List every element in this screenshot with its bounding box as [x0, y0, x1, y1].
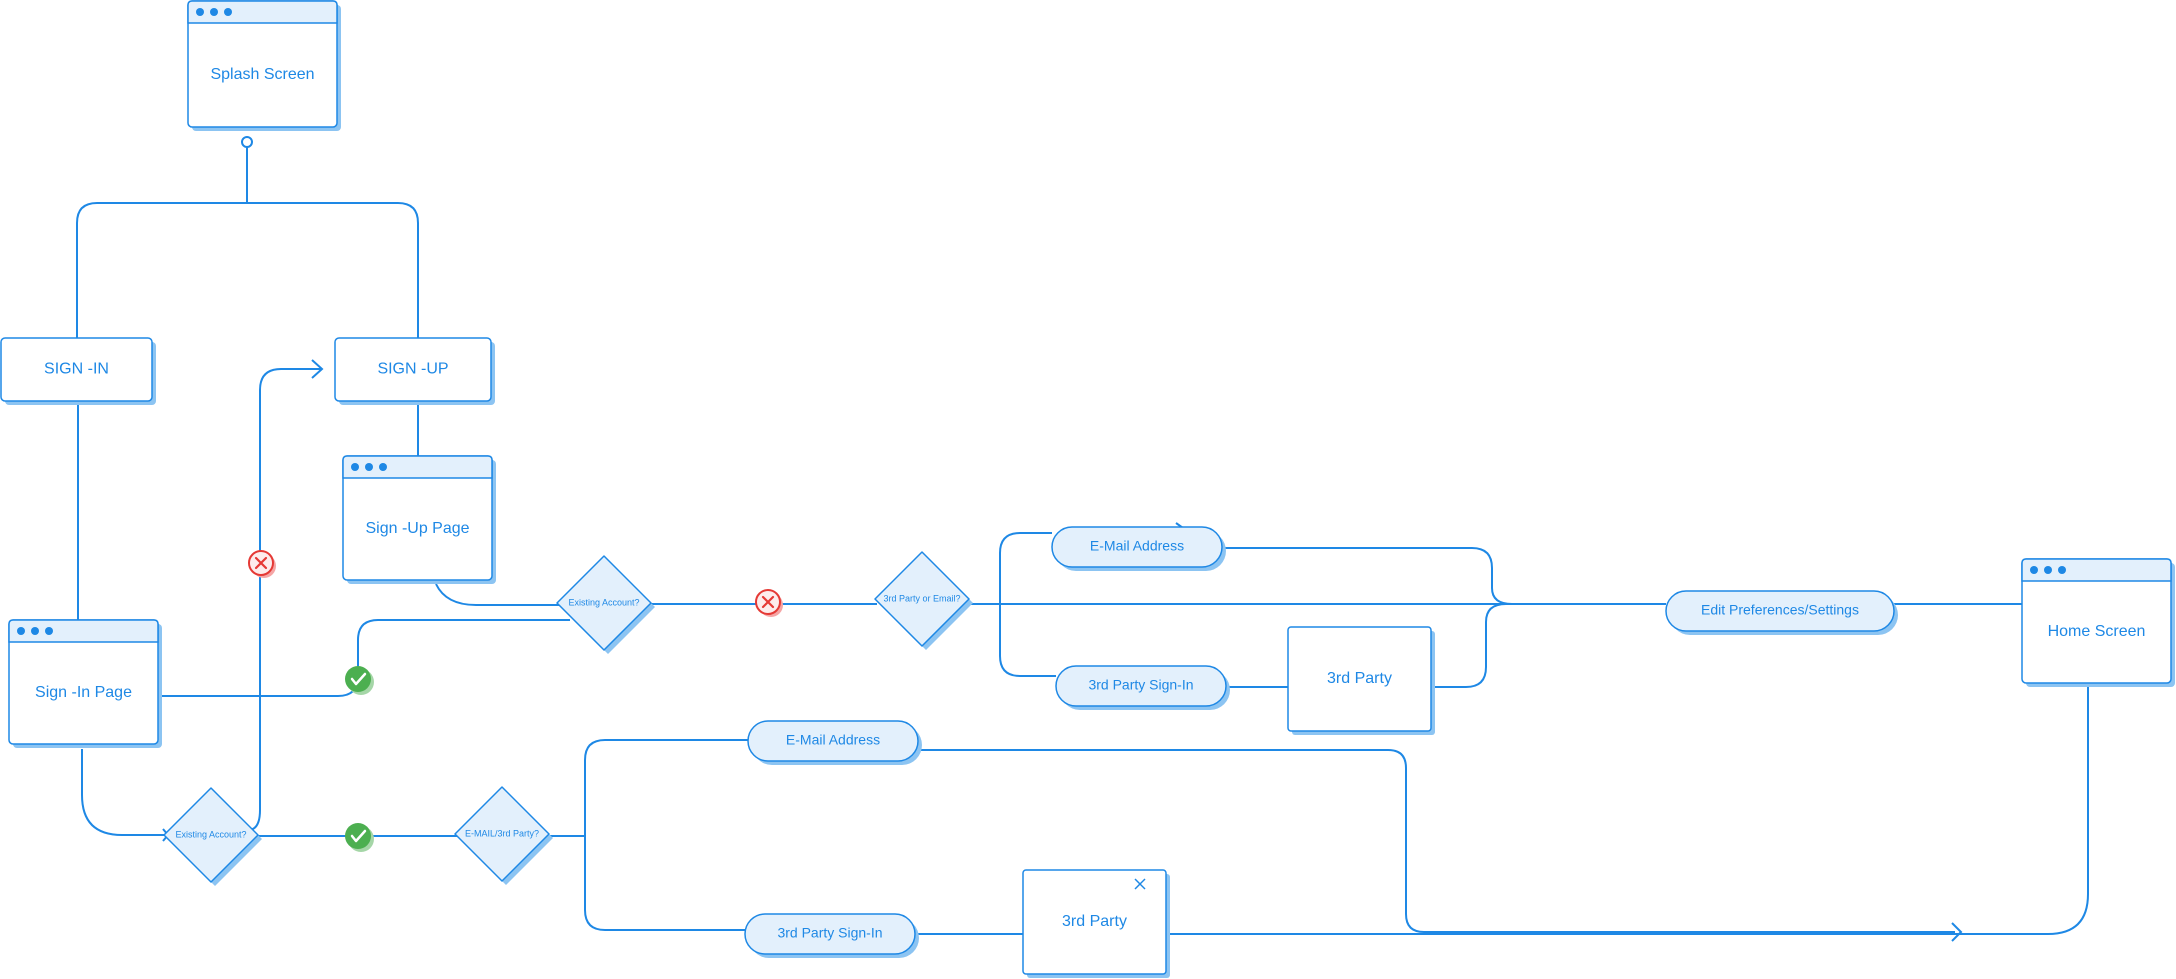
x-circle-icon — [755, 589, 783, 617]
status-icons — [248, 550, 783, 852]
window-dots-icon — [17, 627, 53, 635]
box-label: 3rd Party — [1062, 913, 1127, 930]
chevron-right-icon — [1951, 922, 1963, 942]
connector-email-lower — [918, 749, 1955, 933]
window-dots-icon — [196, 8, 232, 16]
decision-label: Existing Account? — [568, 597, 639, 607]
window-dots-icon — [351, 463, 387, 471]
window-dots-icon — [2030, 566, 2066, 574]
box-body — [1287, 626, 1432, 732]
box-label: 3rd Party — [1327, 670, 1392, 687]
pill-third-party-signin-upper[interactable]: 3rd Party Sign-In — [1055, 665, 1230, 710]
box-third-party-upper[interactable]: 3rd Party — [1287, 626, 1435, 735]
chevron-right-icon — [311, 359, 324, 379]
x-circle-icon — [248, 550, 276, 578]
pill-label: E-Mail Address — [1090, 538, 1184, 554]
node-body — [334, 337, 492, 402]
connector-signinpage-lower — [81, 749, 166, 836]
pill-label: Edit Preferences/Settings — [1701, 602, 1859, 618]
connector-branch — [76, 202, 419, 338]
buttons: SIGN -IN SIGN -UP — [0, 337, 495, 405]
screen-title: Home Screen — [2048, 623, 2146, 640]
connector-signinpage-check — [162, 619, 570, 697]
pill-email-lower[interactable]: E-Mail Address — [747, 720, 922, 765]
diamond-body — [454, 786, 550, 882]
connector-branch-upper — [999, 532, 1056, 677]
connector-signuppage-decision — [435, 583, 560, 606]
pill-body — [1051, 526, 1223, 568]
pill-third-party-signin-lower[interactable]: 3rd Party Sign-In — [744, 913, 919, 958]
decision-label: E-MAIL/3rd Party? — [465, 828, 539, 838]
decisions: Existing Account? 3rd Party or Email? Exis… — [163, 551, 973, 886]
connector-lower-signup — [247, 368, 322, 831]
pill-label: 3rd Party Sign-In — [1088, 677, 1193, 693]
start-circle — [241, 136, 253, 148]
connector-box-home — [1166, 684, 2089, 935]
check-circle-icon — [345, 823, 374, 852]
sign-up-button[interactable]: SIGN -UP — [334, 337, 495, 405]
diamond-body — [163, 787, 259, 883]
decision-third-party-or-email[interactable]: 3rd Party or Email? — [874, 551, 973, 650]
pill-body — [747, 720, 919, 762]
close-icon[interactable] — [1134, 878, 1146, 890]
connectors — [76, 146, 2089, 935]
home-screen[interactable]: Home Screen — [2021, 558, 2175, 687]
connector-branch-lower — [584, 739, 748, 931]
pill-label: 3rd Party Sign-In — [777, 925, 882, 941]
button-label: SIGN -UP — [377, 361, 448, 378]
screen-title: Sign -Up Page — [365, 520, 469, 537]
decision-label: 3rd Party or Email? — [883, 593, 960, 603]
sign-in-button[interactable]: SIGN -IN — [0, 337, 156, 405]
sign-in-page-screen[interactable]: Sign -In Page — [8, 619, 162, 748]
button-label: SIGN -IN — [44, 361, 109, 378]
node-body — [0, 337, 153, 402]
screen-title: Sign -In Page — [35, 684, 132, 701]
box-body — [1022, 869, 1167, 975]
screen-title: Splash Screen — [210, 66, 314, 83]
box-third-party-lower[interactable]: 3rd Party — [1022, 869, 1170, 978]
diamond-body — [874, 551, 970, 647]
window-titlebar — [187, 0, 338, 24]
check-circle-icon — [345, 666, 374, 695]
window-titlebar — [2021, 558, 2172, 582]
markers — [162, 136, 1963, 942]
pill-body — [744, 913, 916, 955]
sign-up-page-screen[interactable]: Sign -Up Page — [342, 455, 496, 584]
decision-existing-account-upper[interactable]: Existing Account? — [556, 555, 655, 654]
pill-label: E-Mail Address — [786, 732, 880, 748]
pills: E-Mail Address 3rd Party Sign-In Edit Pref… — [744, 526, 1898, 958]
diamond-body — [556, 555, 652, 651]
decision-existing-account-lower[interactable]: Existing Account? — [163, 787, 262, 886]
pill-body — [1055, 665, 1227, 707]
window-titlebar — [8, 619, 159, 643]
connector-box-merge-upper — [1431, 603, 1507, 688]
pill-edit-preferences[interactable]: Edit Preferences/Settings — [1665, 590, 1898, 635]
decision-label: Existing Account? — [175, 829, 246, 839]
pill-email-upper[interactable]: E-Mail Address — [1051, 526, 1226, 571]
splash-screen[interactable]: Splash Screen — [187, 0, 341, 131]
decision-email-or-third-party[interactable]: E-MAIL/3rd Party? — [454, 786, 553, 885]
window-titlebar — [342, 455, 493, 479]
boxes: 3rd Party 3rd Party — [1022, 626, 1435, 978]
pill-body — [1665, 590, 1895, 632]
connector-email-upper-merge — [1222, 547, 1513, 605]
